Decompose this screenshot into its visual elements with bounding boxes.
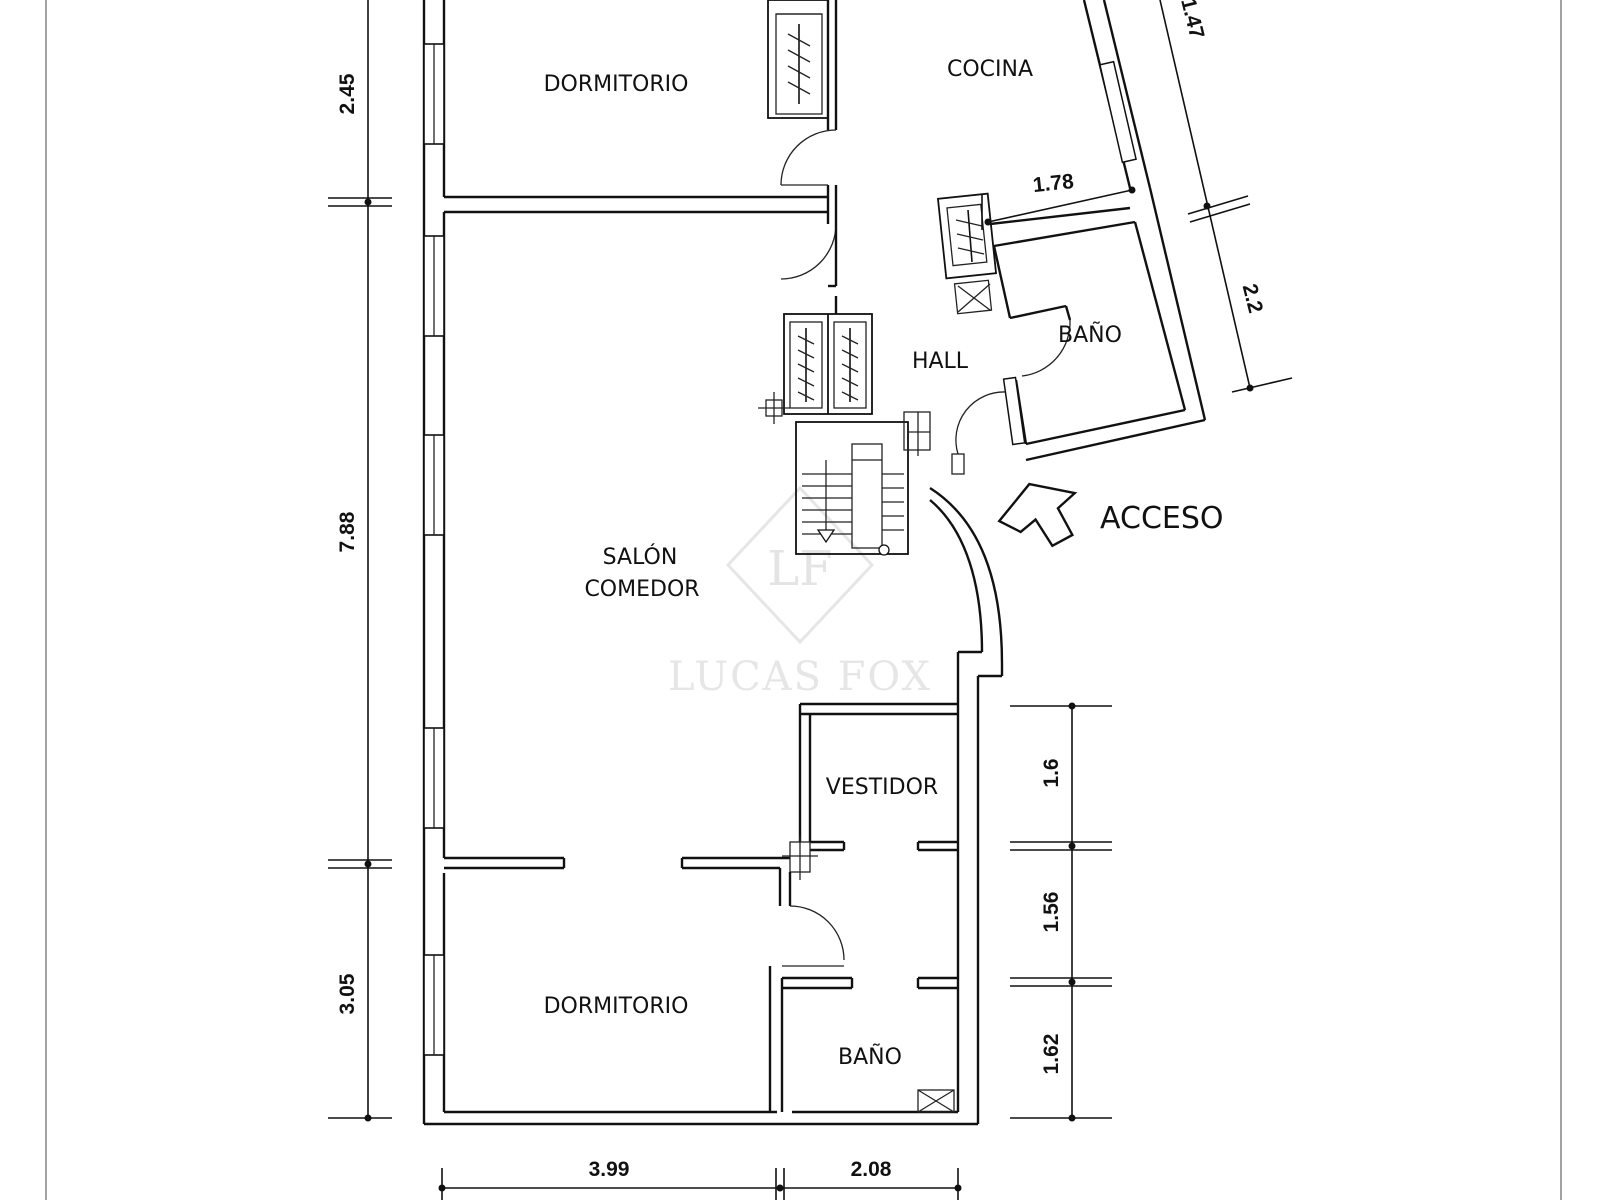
room-label-hall: HALL (912, 349, 969, 374)
svg-text:LF: LF (767, 541, 832, 597)
exterior-wall-left (422, 0, 446, 1124)
room-label-vestidor: VESTIDOR (826, 775, 938, 800)
watermark-brand: LUCAS FOX (668, 654, 932, 700)
room-label-bano-top: BAÑO (1058, 321, 1122, 348)
room-label-dormitorio-bottom: DORMITORIO (544, 994, 689, 1019)
dim-bottom-left: 3.99 (589, 1158, 630, 1181)
page-border (45, 0, 1562, 1200)
entrance-arrow-icon (997, 482, 1078, 548)
dim-left-middle: 7.88 (336, 511, 359, 552)
dim-bath-side: 2.2 (1238, 281, 1267, 315)
room-label-dormitorio-top: DORMITORIO (544, 72, 689, 97)
dimension-lines (328, 0, 1293, 1200)
exterior-wall-right-angled (936, 0, 1207, 462)
dimension-labels: 2.45 7.88 3.05 1.6 1.56 1.62 3.99 2.08 1… (336, 0, 1267, 1181)
dim-bottom-right: 2.08 (851, 1158, 892, 1181)
interior-walls-bottom (444, 702, 958, 1113)
watermark: LF LUCAS FOX (668, 485, 932, 700)
closet-top (787, 24, 811, 104)
room-label-comedor: COMEDOR (584, 577, 699, 602)
room-label-bano-bottom: BAÑO (838, 1043, 902, 1070)
dim-right-middle: 1.56 (1040, 892, 1063, 933)
dim-top-right-partial: 1.47 (1176, 0, 1208, 41)
staircase (795, 411, 931, 556)
room-label-cocina: COCINA (947, 57, 1033, 82)
dim-kitchen-width: 1.78 (1032, 170, 1075, 197)
entry-wall-curved (929, 391, 1007, 710)
dim-left-top: 2.45 (336, 73, 359, 114)
hall-closets (758, 296, 873, 424)
interior-walls-top (444, 0, 838, 288)
entrance-label: ACCESO (1100, 501, 1224, 536)
room-labels: DORMITORIO COCINA HALL BAÑO SALÓN COMEDO… (544, 57, 1122, 1070)
dim-right-top: 1.6 (1040, 758, 1063, 787)
dim-right-bottom: 1.62 (1040, 1034, 1063, 1075)
room-label-salon: SALÓN (603, 544, 678, 570)
stairs-arrow-icon (816, 529, 836, 544)
watermark-logo-icon: LF (725, 485, 875, 645)
dim-left-bottom: 3.05 (336, 973, 359, 1014)
exterior-wall-bottom (424, 676, 980, 1126)
